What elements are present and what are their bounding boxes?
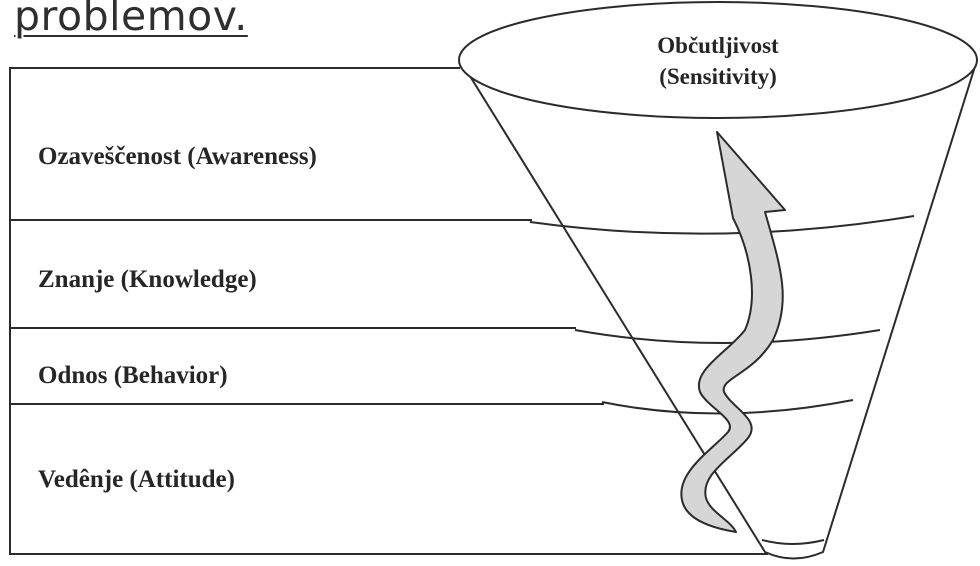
level-label-awareness: Ozaveščenost (Awareness): [38, 143, 317, 170]
funnel-bottom-band: [761, 539, 825, 545]
funnel-band-1: [529, 215, 915, 235]
funnel: [458, 1, 978, 560]
funnel-top-label-slovene: Občutljivost: [657, 33, 779, 58]
funnel-band-2: [574, 329, 881, 344]
levels-table: [9, 67, 768, 555]
partial-heading: problemov.: [14, 0, 248, 40]
level-label-behavior: Odnos (Behavior): [38, 362, 228, 389]
funnel-body: [459, 59, 978, 560]
level-label-attitude: Vedênje (Attitude): [38, 466, 235, 493]
rising-arrow: [680, 131, 786, 533]
table-outline: [9, 67, 768, 555]
funnel-top-label-english: (Sensitivity): [659, 64, 777, 89]
funnel-rim: [458, 1, 978, 119]
level-label-knowledge: Znanje (Knowledge): [38, 266, 257, 293]
